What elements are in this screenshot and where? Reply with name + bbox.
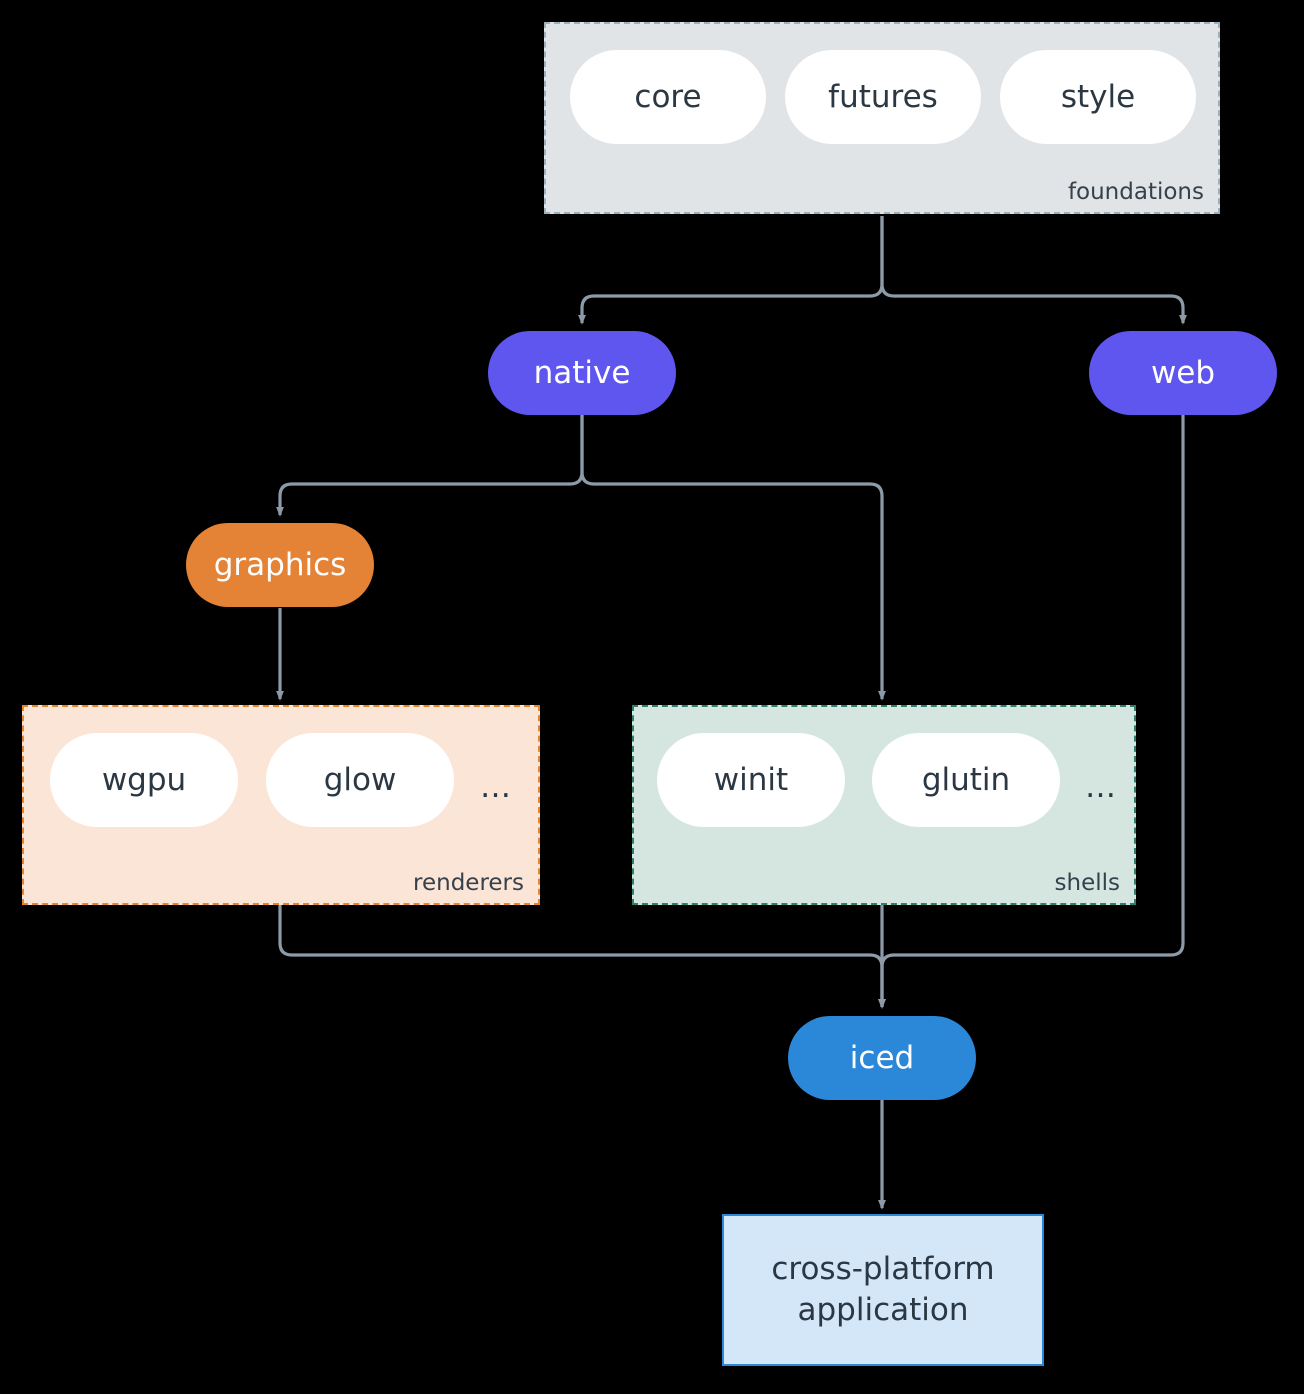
node-web-label: web bbox=[1150, 355, 1216, 391]
node-futures-label: futures bbox=[828, 79, 938, 115]
node-graphics-label: graphics bbox=[213, 547, 347, 583]
node-iced[interactable]: iced bbox=[788, 1016, 976, 1100]
node-glow[interactable]: glow bbox=[266, 733, 454, 827]
node-style-label: style bbox=[1060, 79, 1136, 115]
node-wgpu[interactable]: wgpu bbox=[50, 733, 238, 827]
node-futures[interactable]: futures bbox=[785, 50, 981, 144]
node-shells-more: … bbox=[1085, 769, 1117, 805]
node-cross-platform-application[interactable]: cross-platform application bbox=[722, 1214, 1044, 1366]
edge-native-graphics bbox=[276, 415, 584, 517]
node-style[interactable]: style bbox=[1000, 50, 1196, 144]
cluster-shells-label: shells bbox=[1054, 870, 1120, 896]
node-native[interactable]: native bbox=[488, 331, 676, 415]
edge-foundations-web bbox=[880, 216, 1187, 325]
node-glutin-label: glutin bbox=[921, 762, 1011, 798]
edge-native-shells bbox=[580, 415, 886, 701]
node-web[interactable]: web bbox=[1089, 331, 1277, 415]
node-renderers-more: … bbox=[480, 769, 512, 805]
node-app-label-line2: application bbox=[797, 1292, 969, 1328]
edge-web-iced bbox=[878, 415, 1185, 1009]
node-core-label: core bbox=[634, 79, 702, 115]
node-glutin[interactable]: glutin bbox=[872, 733, 1060, 827]
node-graphics[interactable]: graphics bbox=[186, 523, 374, 607]
node-native-label: native bbox=[533, 355, 631, 391]
edge-renderers-iced bbox=[278, 905, 886, 1009]
edge-foundations-native bbox=[578, 216, 884, 325]
node-core[interactable]: core bbox=[570, 50, 766, 144]
node-app-label-line1: cross-platform bbox=[771, 1250, 995, 1287]
node-iced-label: iced bbox=[849, 1040, 915, 1076]
node-wgpu-label: wgpu bbox=[101, 762, 187, 798]
node-winit-label: winit bbox=[713, 762, 789, 798]
cluster-renderers-label: renderers bbox=[413, 870, 524, 896]
cluster-foundations-label: foundations bbox=[1067, 179, 1204, 205]
node-winit[interactable]: winit bbox=[657, 733, 845, 827]
node-glow-label: glow bbox=[323, 762, 397, 798]
